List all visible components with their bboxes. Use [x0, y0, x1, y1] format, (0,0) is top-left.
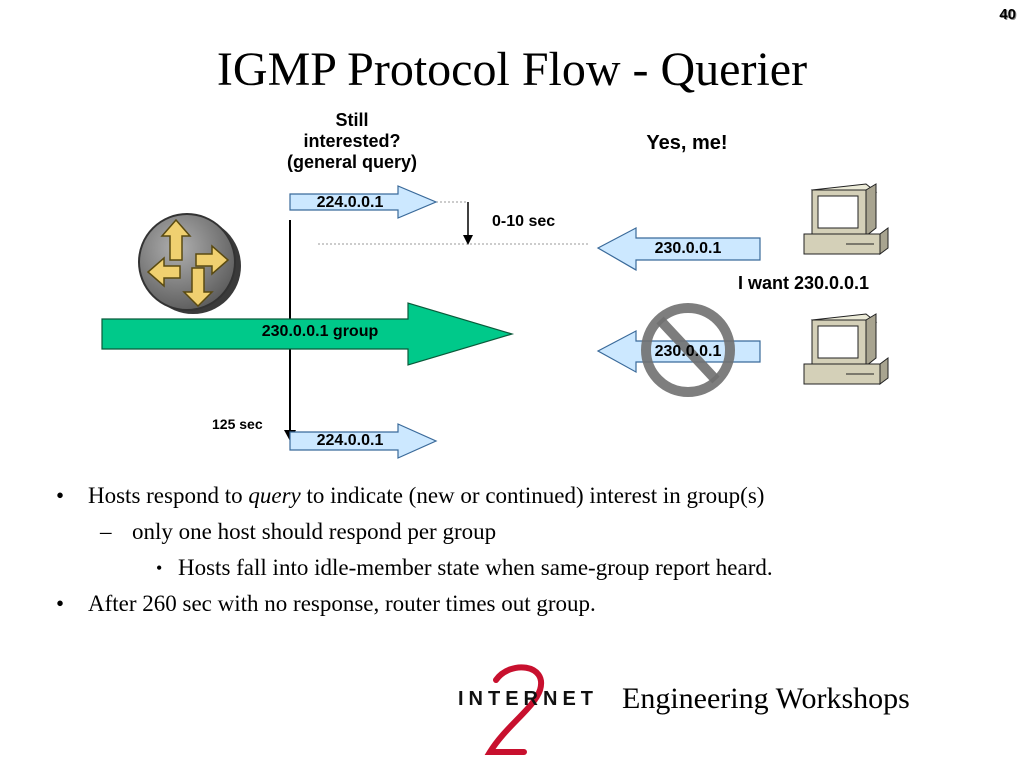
- suppressed-report-arrow: [596, 330, 761, 374]
- delay-label: 0-10 sec: [492, 213, 556, 230]
- bullet-item: • After 260 sec with no response, router …: [48, 586, 988, 622]
- bullet-item: • Hosts respond to query to indicate (new…: [48, 478, 988, 514]
- slide-title: IGMP Protocol Flow - Querier: [216, 43, 808, 96]
- bullet-text: only one host should respond per group: [132, 519, 497, 544]
- query-question: Still interested? (general query): [252, 110, 452, 173]
- query-address-bottom: 224.0.0.1: [316, 432, 384, 449]
- query-interval-label: 125 sec: [212, 416, 263, 432]
- prohibition-icon: [641, 303, 735, 397]
- host-computer-icon: [803, 313, 889, 385]
- bullet-text: Hosts fall into idle-member state when s…: [178, 555, 773, 580]
- query-question-line: interested?: [303, 131, 401, 151]
- bullet-text: Hosts respond to: [88, 483, 249, 508]
- bullet-emphasis: query: [248, 483, 301, 508]
- query-question-line: (general query): [286, 152, 418, 172]
- group-flow-arrow: [101, 302, 515, 366]
- query-question-line: Still: [335, 110, 369, 130]
- suppressed-report-address: 230.0.0.1: [654, 343, 722, 360]
- slide-number: 40: [999, 6, 1016, 23]
- bullet-text: to indicate (new or continued) interest …: [300, 483, 765, 508]
- bullet-mark: •: [56, 591, 65, 616]
- query-arrow-top: [289, 185, 438, 219]
- bullet-item: –only one host should respond per group: [48, 514, 988, 550]
- bullet-mark: •: [56, 483, 65, 508]
- report-arrow: [596, 227, 761, 272]
- host-reply-label: Yes, me!: [646, 132, 728, 154]
- group-flow-label: 230.0.0.1 group: [261, 323, 379, 340]
- router-icon: [138, 213, 241, 314]
- bullet-list: • Hosts respond to query to indicate (new…: [48, 478, 988, 622]
- internet2-logo-mark: [484, 664, 545, 755]
- footer-text: Engineering Workshops: [622, 682, 910, 715]
- bullet-item: • Hosts fall into idle-member state when …: [48, 550, 988, 586]
- bullet-text: After 260 sec with no response, router t…: [88, 591, 596, 616]
- query-address-top: 224.0.0.1: [316, 194, 384, 211]
- host-request-label: I want 230.0.0.1: [738, 273, 870, 293]
- report-address: 230.0.0.1: [654, 240, 722, 257]
- query-arrow-bottom: [289, 423, 438, 459]
- internet2-logo-text: INTERNET: [458, 688, 598, 710]
- bullet-mark: –: [100, 519, 112, 544]
- delay-arrowhead: [463, 235, 473, 245]
- bullet-mark: •: [156, 558, 163, 578]
- host-computer-icon: [803, 183, 889, 255]
